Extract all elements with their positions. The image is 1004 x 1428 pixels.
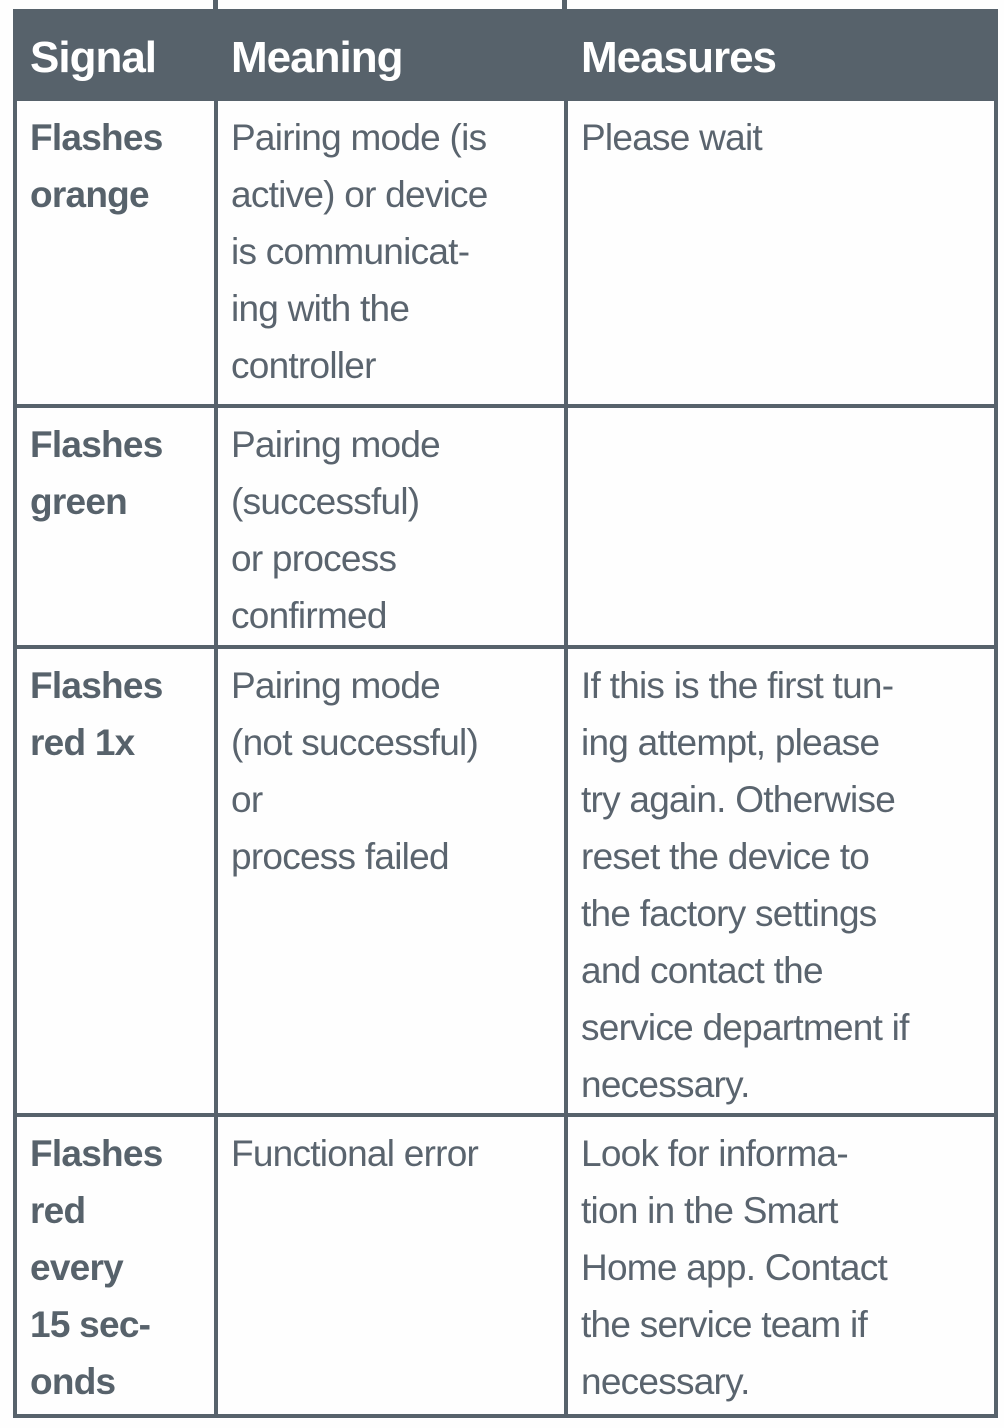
signal-cell-flashes-red-15s: Flashes red every 15 sec- onds: [13, 1113, 218, 1418]
meaning-cell: Pairing mode (not successful) or process…: [214, 645, 568, 1117]
table-body: Flashes orange Pairing mode (is active) …: [13, 97, 998, 1418]
table-header: Signal Meaning Measures: [13, 9, 998, 101]
table-row: Flashes red every 15 sec- onds Functiona…: [13, 1113, 998, 1418]
column-header-meaning: Meaning: [214, 9, 568, 101]
signal-cell-flashes-orange: Flashes orange: [13, 97, 218, 408]
table-row: Flashes orange Pairing mode (is active) …: [13, 97, 998, 408]
table-row: Flashes green Pairing mode (successful) …: [13, 404, 998, 649]
measures-cell: [564, 404, 998, 649]
header-row: Signal Meaning Measures: [13, 9, 998, 101]
meaning-cell: Pairing mode (successful) or process con…: [214, 404, 568, 649]
measures-cell: Please wait: [564, 97, 998, 408]
measures-cell: Look for informa- tion in the Smart Home…: [564, 1113, 998, 1418]
column-header-measures: Measures: [564, 9, 998, 101]
meaning-cell: Pairing mode (is active) or device is co…: [214, 97, 568, 408]
signal-cell-flashes-red-1x: Flashes red 1x: [13, 645, 218, 1117]
signal-cell-flashes-green: Flashes green: [13, 404, 218, 649]
table-continuation-tick-right: [562, 0, 567, 9]
column-header-signal: Signal: [13, 9, 218, 101]
table-row: Flashes red 1x Pairing mode (not success…: [13, 645, 998, 1117]
meaning-cell: Functional error: [214, 1113, 568, 1418]
table-continuation-tick-left: [213, 0, 218, 9]
signal-status-table: Signal Meaning Measures Flashes orange P…: [13, 9, 998, 1418]
measures-cell: If this is the first tun- ing attempt, p…: [564, 645, 998, 1117]
